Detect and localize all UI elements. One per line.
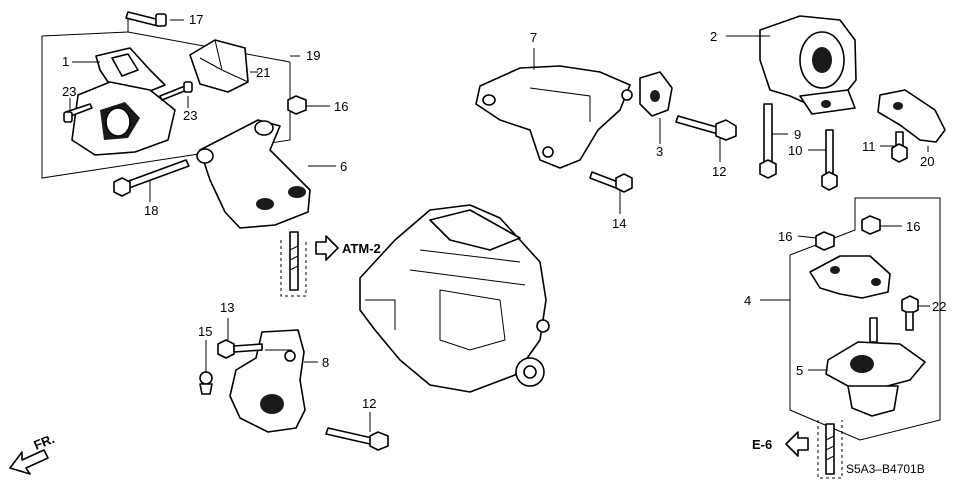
callout-12-bottom: 12 [362,396,376,411]
callout-7: 7 [530,30,537,45]
front-label: FR. [32,431,57,453]
rear-mount-8 [229,329,306,433]
callout-23-left: 23 [62,84,76,99]
bolt-12-bottom [325,427,389,451]
callout-18: 18 [144,203,158,218]
callout-17: 17 [189,12,203,27]
engine-mount-5 [825,317,926,417]
callout-21: 21 [256,65,270,80]
e-6-reference: E-6 [752,437,772,452]
clip-15 [199,371,213,395]
callout-12-top: 12 [712,164,726,179]
callout-8: 8 [322,355,329,370]
callout-5: 5 [796,363,803,378]
stud-bolt-e6 [817,420,843,479]
callout-1: 1 [62,54,69,69]
callout-numbers: 17 1 21 19 23 23 16 6 18 7 3 12 14 2 9 1… [62,12,946,411]
callout-6: 6 [340,159,347,174]
leader-lines [69,19,930,432]
bolt-23-left [63,103,93,123]
callout-22: 22 [932,299,946,314]
atm-reference-arrow [315,235,339,261]
bolt-23-right [159,81,193,101]
callout-16-left: 16 [778,229,792,244]
callout-16-right: 16 [906,219,920,234]
callout-13: 13 [220,300,234,315]
bracket-21 [189,39,249,93]
bolt-9 [759,103,777,179]
diagram-code: S5A3–B4701B [846,462,925,476]
front-mount-bracket-6 [196,119,311,229]
e6-reference-arrow [785,431,809,457]
callout-2: 2 [710,29,717,44]
side-bracket-7 [475,65,633,169]
callout-9: 9 [794,127,801,142]
callout-16-top: 16 [334,99,348,114]
bracket-20 [877,89,946,143]
bolt-18 [113,159,190,197]
group-frame-4 [789,197,941,441]
atm-2-reference: ATM-2 [342,241,381,256]
bolt-14 [589,171,633,193]
bolt-17 [125,11,167,27]
transmission-mount-2 [759,15,857,115]
front-direction-arrow [9,449,49,475]
stopper-3 [639,71,673,117]
mount-bracket-4 [809,255,891,299]
callout-23-right: 23 [183,108,197,123]
callout-10: 10 [788,143,802,158]
bolt-22 [901,295,919,331]
callout-20: 20 [920,154,934,169]
engine-block [359,204,550,393]
callout-3: 3 [656,144,663,159]
bolt-13 [217,339,263,359]
callout-15: 15 [198,324,212,339]
bolt-10 [821,129,838,191]
callout-19: 19 [306,48,320,63]
stud-bolt-atm [280,231,307,297]
nut-16-left [815,231,835,251]
nut-16-top [287,95,307,115]
rear-mount-body [71,81,176,156]
bolt-12-top [675,115,737,141]
nut-16-right [861,215,881,235]
callout-4: 4 [744,293,751,308]
bolt-11 [891,131,908,163]
callout-14: 14 [612,216,626,231]
callout-11: 11 [862,139,876,154]
